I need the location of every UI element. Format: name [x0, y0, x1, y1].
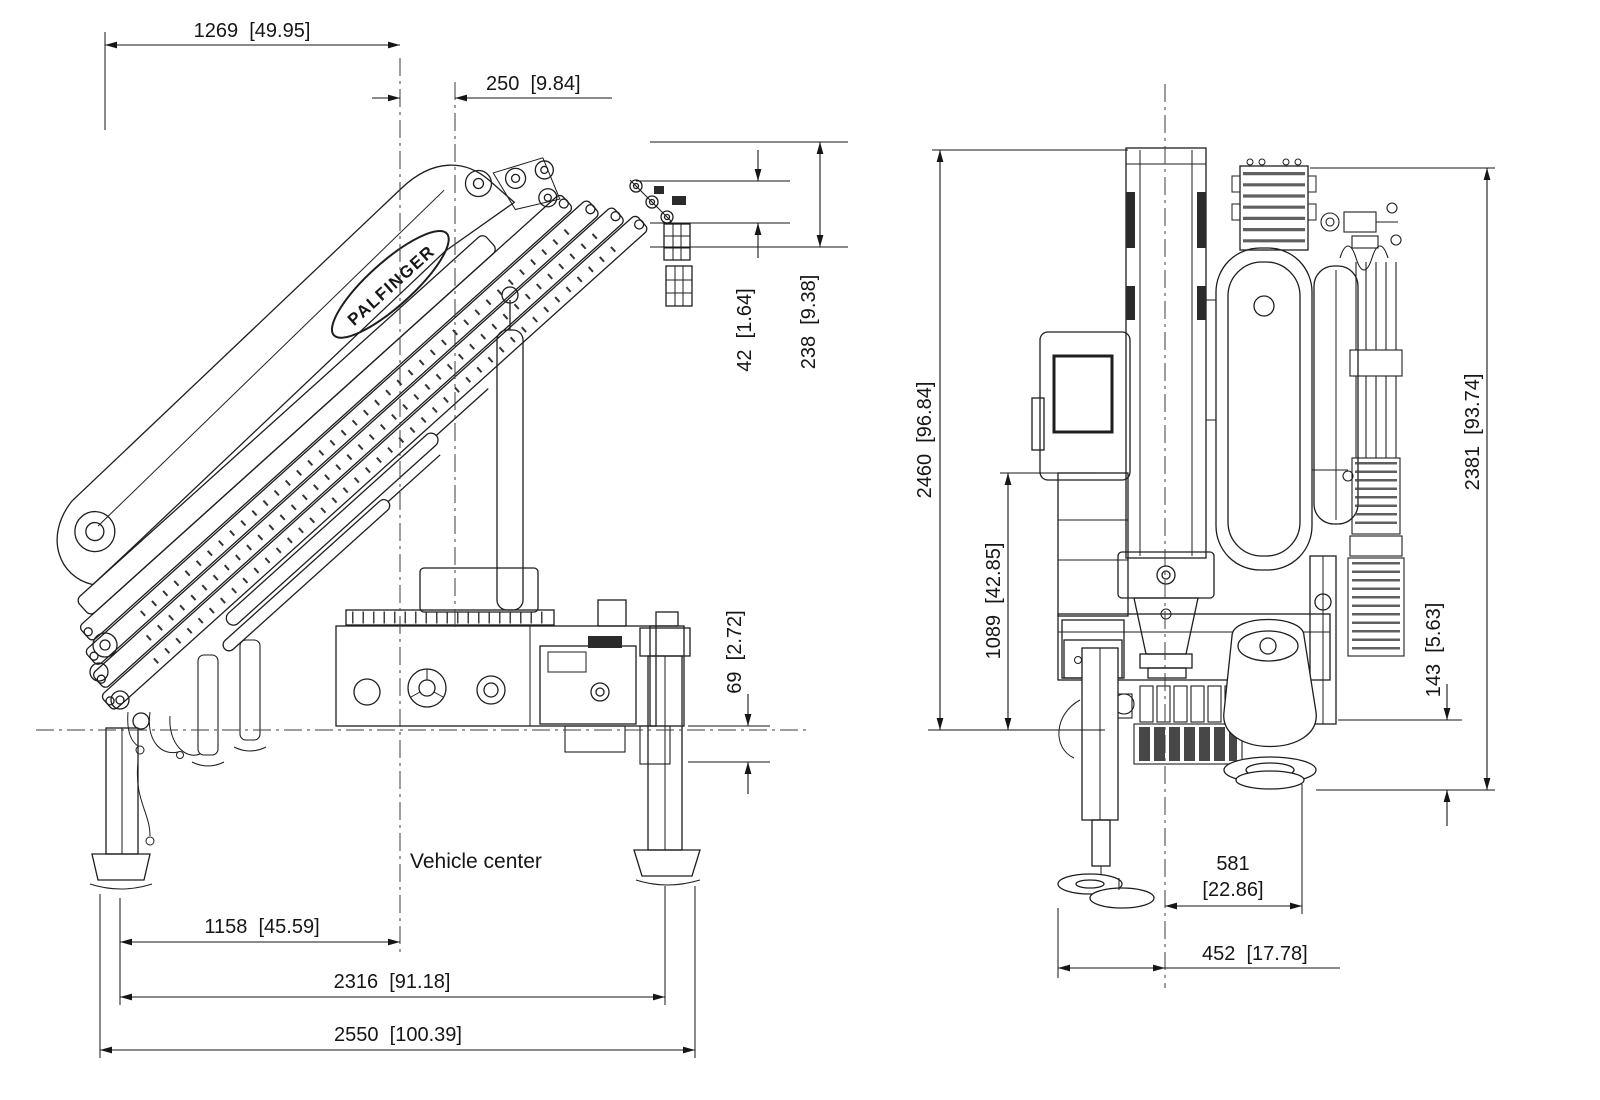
dim-text-581-in: [22.86]	[1202, 879, 1263, 901]
hydraulic-hoses	[1312, 202, 1405, 657]
dim-text-2316: 2316 [91.18]	[334, 971, 451, 993]
dim-text-250: 250 [9.84]	[486, 73, 581, 95]
boom-tip-links	[629, 179, 693, 307]
rear-left-stabilizer	[1057, 619, 1155, 909]
folded-boom-tubes	[1215, 247, 1359, 571]
rear-right-leg	[1309, 555, 1337, 725]
left-outrigger	[89, 727, 155, 890]
dim-text-452: 452 [17.78]	[1202, 943, 1308, 965]
dim-text-581-mm: 581	[1216, 853, 1249, 875]
stabilizer-foot-bell	[1223, 618, 1317, 790]
base-knob	[353, 678, 381, 706]
boom-tip-ribs	[1231, 158, 1317, 251]
dim-text-238: 238 [9.38]	[798, 275, 820, 370]
crane-base	[335, 567, 685, 765]
main-boom-arm	[56, 164, 516, 586]
dim-text-42: 42 [1.64]	[734, 288, 756, 371]
rear-cab	[1031, 331, 1131, 617]
folded-rods	[191, 639, 267, 767]
dim-text-1269: 1269 [49.95]	[194, 20, 311, 42]
rear-column	[1117, 147, 1216, 679]
boom-heel	[89, 632, 201, 759]
dim-text-1158: 1158 [45.59]	[204, 916, 319, 938]
dim-text-2381: 2381 [93.74]	[1462, 374, 1484, 491]
vehicle-center-label: Vehicle center	[410, 850, 542, 873]
side-view-drawing: PALFINGER	[56, 157, 701, 890]
dim-text-143: 143 [5.63]	[1423, 603, 1445, 698]
valve-bank	[1107, 685, 1243, 765]
dimension-labels: 1269 [49.95] 250 [9.84] 42 [1.64] 238 [9…	[194, 20, 1484, 1046]
left-outrigger-pad	[91, 853, 151, 881]
dimension-lines	[100, 41, 1491, 1054]
centerlines	[36, 58, 1166, 988]
dim-text-2460: 2460 [96.84]	[914, 382, 936, 499]
dim-text-69: 69 [2.72]	[724, 610, 746, 693]
dim-text-1089: 1089 [42.85]	[983, 543, 1005, 660]
dim-text-2550: 2550 [100.39]	[334, 1024, 462, 1046]
right-outrigger	[633, 627, 701, 886]
palfinger-logo-oval	[330, 229, 450, 339]
left-pad-lower	[1089, 887, 1155, 909]
right-outrigger-pad	[633, 849, 701, 877]
rear-view-drawing	[1031, 147, 1405, 909]
extension-lines	[99, 32, 1495, 1058]
